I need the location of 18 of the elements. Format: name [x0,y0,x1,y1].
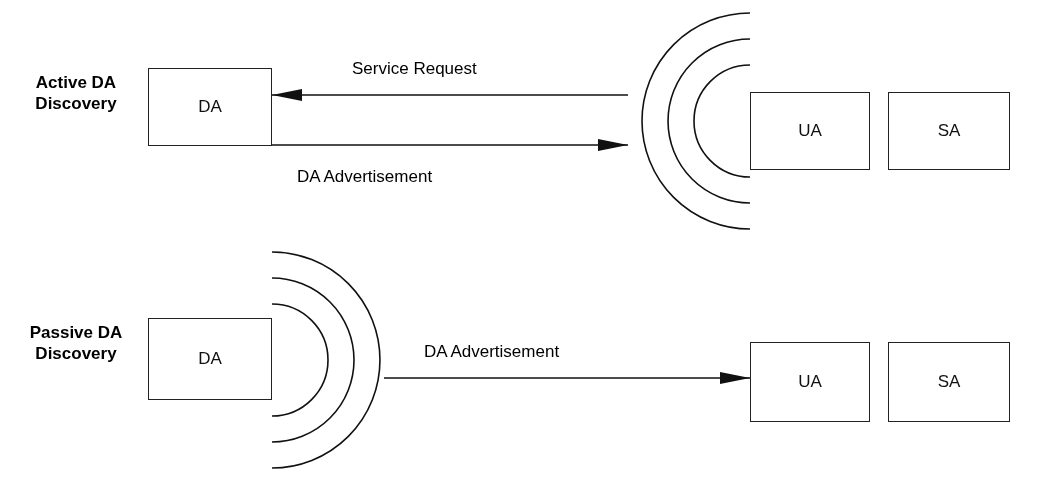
arrow [271,139,629,151]
agent-box [148,318,272,400]
section-title: Active DA Discovery [34,72,118,114]
edge-label: Service Request [350,59,479,79]
agent-box [148,68,272,146]
arrow [383,372,751,384]
agent-label: SA [937,121,961,141]
agent-label: DA [198,349,222,369]
agent-label: DA [198,97,222,117]
agent-label: UA [798,121,822,141]
agent-box [750,92,870,170]
agent-box [888,342,1010,422]
agent-box [750,342,870,422]
agent-label: SA [937,372,961,392]
arrow [271,89,629,101]
agent-label: UA [798,372,822,392]
section-title: Passive DA Discovery [28,322,124,364]
agent-box [888,92,1010,170]
